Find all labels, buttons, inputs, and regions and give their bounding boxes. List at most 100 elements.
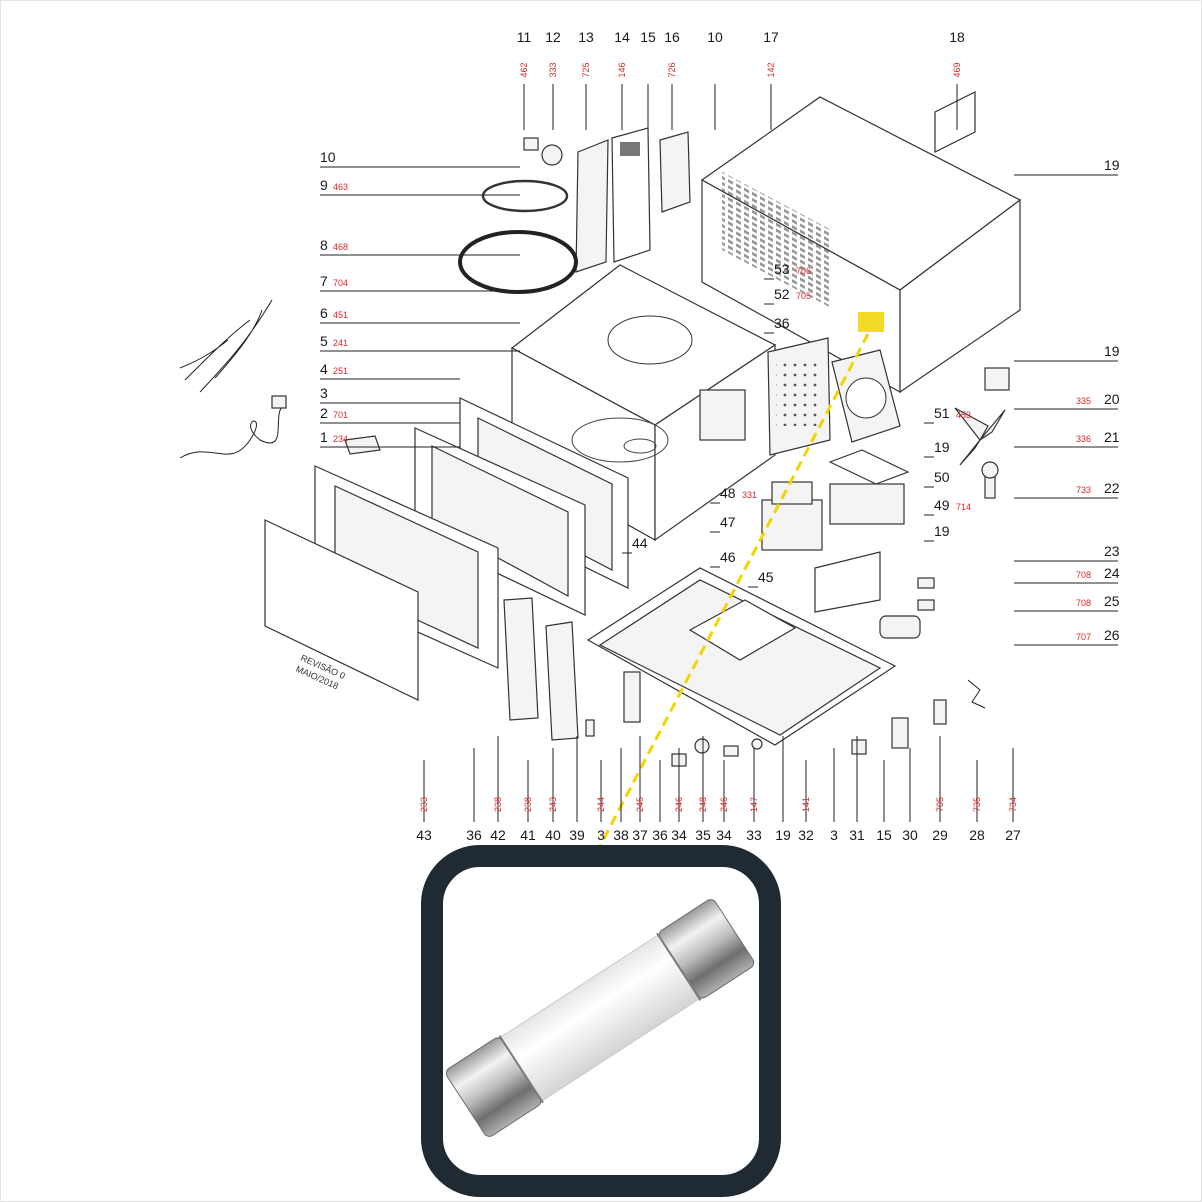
callout-number: 32 <box>798 827 814 843</box>
callout-code: 243 <box>548 797 558 812</box>
fuse-photo <box>445 899 755 1137</box>
callout-code: 706 <box>796 266 811 276</box>
mounting-bracket <box>344 435 381 455</box>
callout-number: 24 <box>1104 565 1120 581</box>
callout-number: 29 <box>932 827 948 843</box>
callout-number: 4 <box>320 361 328 377</box>
shield-plate <box>814 551 881 613</box>
power-cord <box>179 404 286 459</box>
ground-clip <box>933 699 947 725</box>
callout-number: 17 <box>763 29 779 45</box>
callout-code: 714 <box>956 502 971 512</box>
callout-number: 18 <box>949 29 965 45</box>
callout-number: 33 <box>746 827 762 843</box>
callout-code: 245 <box>635 797 645 812</box>
callout-number: 41 <box>520 827 536 843</box>
callout-code: 335 <box>1076 396 1091 406</box>
outer-cabinet <box>700 96 1022 394</box>
callout-code: 707 <box>1076 632 1091 642</box>
magnetron-core <box>771 481 813 505</box>
callout-number: 52 <box>774 286 790 302</box>
callout-number: 45 <box>758 569 774 585</box>
thermostat-holder <box>981 461 999 479</box>
callout-number: 15 <box>640 29 656 45</box>
callout-number: 46 <box>720 549 736 565</box>
callout-number: 10 <box>707 29 723 45</box>
screw-hex <box>751 738 763 750</box>
callout-number: 19 <box>934 439 950 455</box>
base-plate <box>586 567 897 746</box>
callout-number: 36 <box>466 827 482 843</box>
callout-code: 463 <box>333 182 348 192</box>
fuse-holder <box>694 738 710 754</box>
hv-diode <box>723 745 739 757</box>
callout-number: 19 <box>1104 157 1120 173</box>
callout-number: 26 <box>1104 627 1120 643</box>
callout-number: 3 <box>320 385 328 401</box>
callout-code: 462 <box>519 62 529 77</box>
callout-code: 704 <box>333 278 348 288</box>
callout-code: 251 <box>333 366 348 376</box>
callout-code: 141 <box>801 797 811 812</box>
spring-wire <box>967 679 986 709</box>
callout-code: 238 <box>493 797 503 812</box>
turntable-motor <box>541 144 563 166</box>
fuse-pointer-line <box>596 333 870 851</box>
callout-code: 733 <box>1076 485 1091 495</box>
callout-number: 3 <box>597 827 605 843</box>
callout-number: 23 <box>1104 543 1120 559</box>
callout-number: 19 <box>934 523 950 539</box>
callout-number: 27 <box>1005 827 1021 843</box>
callout-code: 726 <box>667 62 677 77</box>
callout-code: 142 <box>766 62 776 77</box>
callout-number: 34 <box>716 827 732 843</box>
transformer-body <box>829 483 905 525</box>
hv-capacitor <box>879 615 921 639</box>
callout-code: 333 <box>548 62 558 77</box>
callout-number: 44 <box>632 535 648 551</box>
callout-number: 39 <box>569 827 585 843</box>
callout-number: 48 <box>720 485 736 501</box>
callout-number: 36 <box>774 315 790 331</box>
callout-number: 36 <box>652 827 668 843</box>
callout-code: 233 <box>419 797 429 812</box>
callout-code: 246 <box>719 797 729 812</box>
callout-number: 3 <box>830 827 838 843</box>
callout-number: 8 <box>320 237 328 253</box>
callout-code: 336 <box>1076 434 1091 444</box>
callout-code: 705 <box>935 797 945 812</box>
callout-code: 734 <box>1008 797 1018 812</box>
callout-code: 469 <box>952 62 962 77</box>
callout-code: 238 <box>523 797 533 812</box>
callout-code: 701 <box>333 410 348 420</box>
callout-code: 147 <box>749 797 759 812</box>
cord-clamp <box>891 717 909 749</box>
door-front-panel <box>264 519 419 701</box>
callout-code: 468 <box>333 242 348 252</box>
control-panel-film <box>575 139 609 273</box>
transformer-top <box>828 449 910 485</box>
callout-number: 25 <box>1104 593 1120 609</box>
roller-ring <box>481 179 569 213</box>
door-front-window <box>334 485 479 649</box>
callout-number: 19 <box>775 827 791 843</box>
micro-switch-b <box>917 599 935 611</box>
side-vent-grille <box>776 360 818 426</box>
leader-lines <box>320 84 1118 822</box>
callout-number: 13 <box>578 29 594 45</box>
callout-number: 19 <box>1104 343 1120 359</box>
callout-number: 16 <box>664 29 680 45</box>
callout-number: 2 <box>320 405 328 421</box>
fan-blade <box>954 407 1006 466</box>
callout-number: 43 <box>416 827 432 843</box>
wire-harness <box>179 299 273 393</box>
control-board <box>659 131 691 213</box>
callout-number: 30 <box>902 827 918 843</box>
callout-number: 20 <box>1104 391 1120 407</box>
callout-number: 40 <box>545 827 561 843</box>
callout-number: 15 <box>876 827 892 843</box>
callout-number: 22 <box>1104 480 1120 496</box>
